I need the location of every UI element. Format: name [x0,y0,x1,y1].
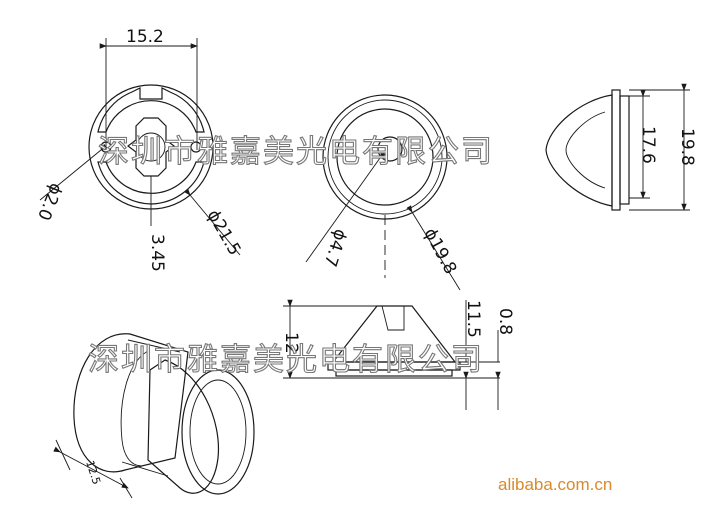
lens-front-view [305,94,461,291]
isometric-assembly [53,333,255,499]
site-watermark: alibaba.com.cn [498,475,612,494]
lens-profile-view [283,299,501,410]
dim-hole-dia: ϕ2.0 [33,180,66,223]
dim-base-thickness: 0.8 [495,308,515,335]
dim-height-upper: 11.5 [463,300,483,338]
dim-width-top: 15.2 [126,27,164,47]
dim-side-outer: 19.8 [677,128,697,166]
dim-side-inner: 17.6 [638,126,658,164]
dim-center-hole-dia: ϕ4.7 [319,226,350,269]
dim-offset: 3.45 [147,234,167,272]
dim-height-total: 12 [281,332,301,354]
watermark-top: 深圳市雅嘉美光电有限公司 [98,134,494,170]
dim-holder-outer-dia: ϕ21.5 [203,207,245,260]
dim-iso-length: 12.5 [83,459,103,486]
watermark-bottom: 深圳市雅嘉美光电有限公司 [88,342,484,378]
lens-side-view [545,83,690,211]
holder-top-view [39,38,241,256]
dim-lens-dia: ϕ19.8 [420,225,461,278]
